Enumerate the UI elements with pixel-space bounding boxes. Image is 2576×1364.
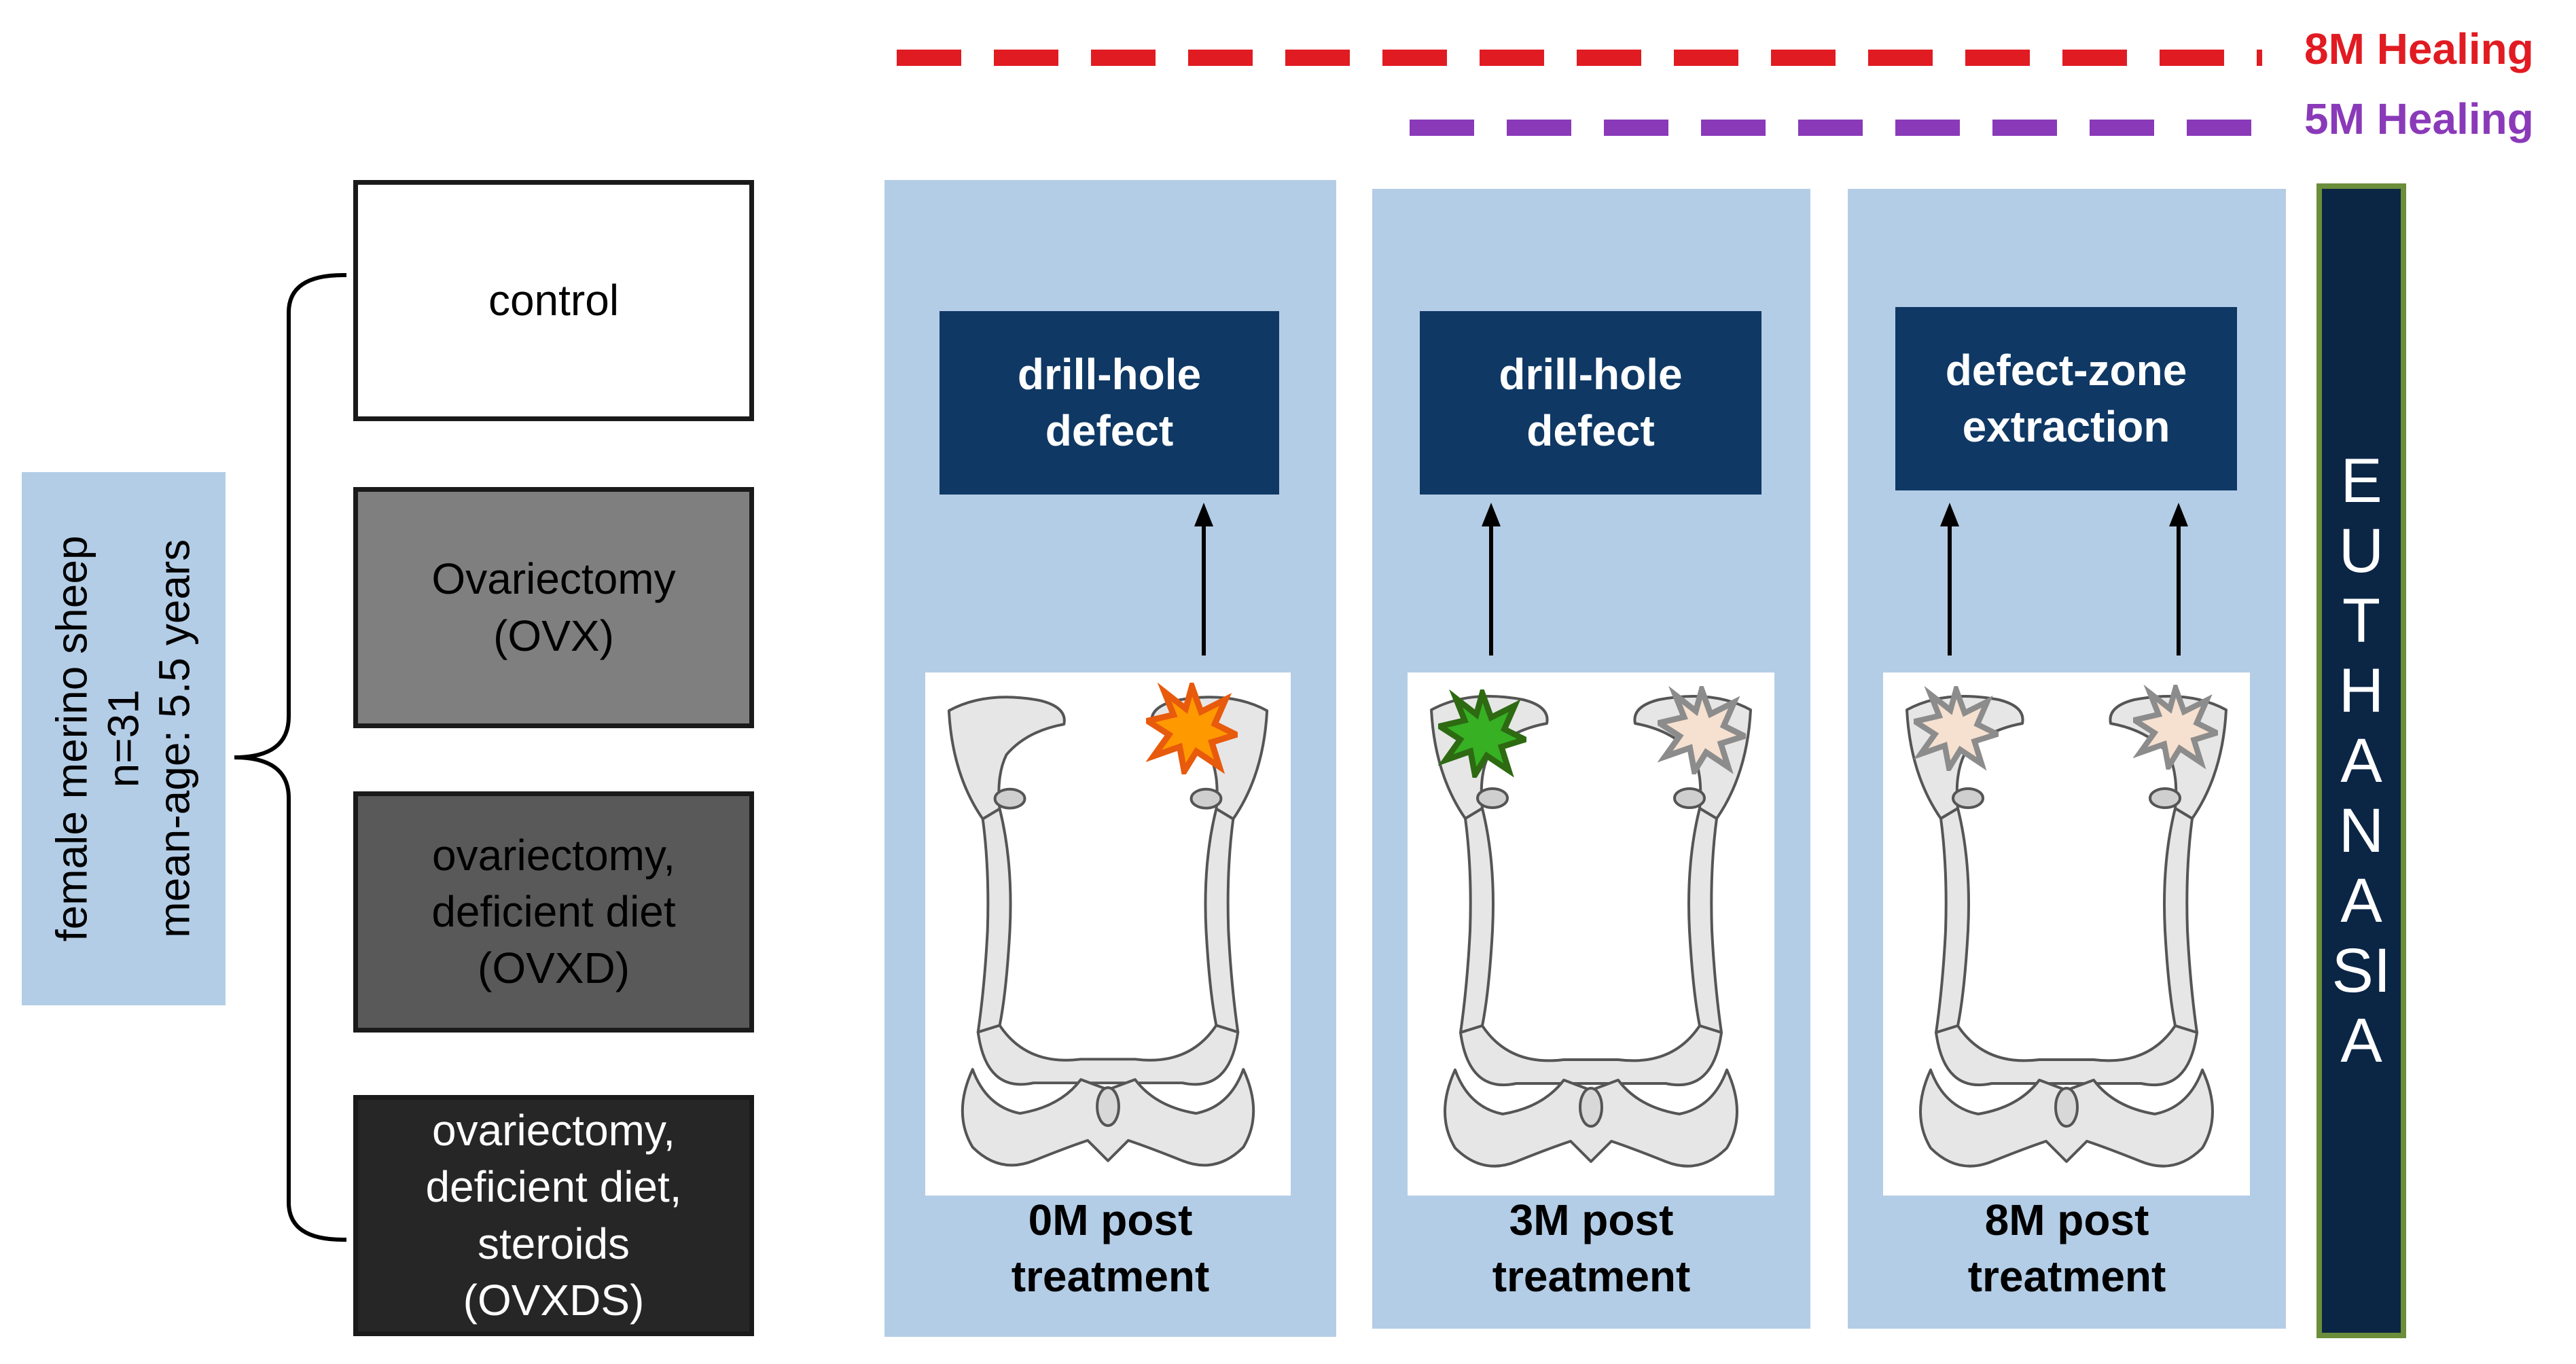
pelvis-illustration-3m bbox=[1430, 672, 1752, 1168]
step-box-8m: defect-zone extraction bbox=[1895, 307, 2237, 490]
step-box-3m-line-1: drill-hole bbox=[1499, 349, 1683, 399]
group-control: control bbox=[353, 180, 754, 421]
caption-8m: 8M post treatment bbox=[1848, 1192, 2286, 1305]
pelvis-image-8m bbox=[1883, 672, 2250, 1196]
group-ovx-line-2: (OVX) bbox=[493, 611, 614, 660]
euthanasia-bar: EUTHANASIA bbox=[2316, 183, 2406, 1338]
caption-0m-line-1: 0M post bbox=[1028, 1196, 1193, 1244]
group-ovxd-line-2: deficient diet bbox=[431, 886, 676, 936]
group-ovxds-line-1: ovariectomy, bbox=[431, 1106, 676, 1155]
subject-text: female merino sheep n=31 mean-age: 5.5 y… bbox=[47, 536, 201, 942]
group-ovxd-line-3: (OVXD) bbox=[478, 944, 630, 993]
group-ovx-line-1: Ovariectomy bbox=[431, 554, 676, 604]
group-ovx: Ovariectomy (OVX) bbox=[353, 487, 754, 728]
arrow-8m-right bbox=[2169, 503, 2188, 656]
legend-8m-label: 8M Healing bbox=[2304, 24, 2534, 73]
caption-0m: 0M post treatment bbox=[884, 1192, 1336, 1305]
group-ovxds-line-4: (OVXDS) bbox=[463, 1275, 645, 1325]
step-box-3m: drill-hole defect bbox=[1420, 311, 1761, 495]
legend-5m-line bbox=[1410, 120, 2272, 136]
group-ovxds: ovariectomy, deficient diet, steroids (O… bbox=[353, 1095, 754, 1336]
subject-box: female merino sheep n=31 mean-age: 5.5 y… bbox=[22, 472, 226, 1005]
step-box-8m-line-1: defect-zone bbox=[1945, 345, 2187, 395]
step-box-3m-line-2: defect bbox=[1526, 406, 1655, 455]
arrow-3m bbox=[1482, 503, 1501, 656]
pelvis-illustration-8m bbox=[1906, 672, 2228, 1168]
group-ovxds-line-2: deficient diet, bbox=[425, 1162, 682, 1212]
group-ovxds-line-3: steroids bbox=[477, 1219, 630, 1268]
euthanasia-label: EUTHANASIA bbox=[2331, 446, 2391, 1075]
caption-8m-line-2: treatment bbox=[1967, 1252, 2166, 1302]
pelvis-illustration-0m bbox=[947, 672, 1269, 1167]
legend-8m-line bbox=[897, 50, 2262, 66]
step-box-0m-line-2: defect bbox=[1045, 406, 1174, 455]
caption-0m-line-2: treatment bbox=[1011, 1252, 1210, 1302]
step-box-0m: drill-hole defect bbox=[940, 311, 1279, 495]
group-ovxd: ovariectomy, deficient diet (OVXD) bbox=[353, 791, 754, 1033]
group-ovxd-line-1: ovariectomy, bbox=[431, 830, 676, 880]
caption-8m-line-1: 8M post bbox=[1984, 1196, 2149, 1244]
caption-3m-line-2: treatment bbox=[1492, 1252, 1691, 1302]
subject-line-2: n=31 bbox=[99, 689, 148, 788]
subject-line-3: mean-age: 5.5 years bbox=[149, 539, 199, 938]
subject-line-1: female merino sheep bbox=[47, 535, 96, 942]
legend-5m-label: 5M Healing bbox=[2304, 94, 2534, 143]
group-control-label: control bbox=[488, 275, 620, 325]
pelvis-image-0m bbox=[925, 672, 1291, 1196]
pelvis-image-3m bbox=[1408, 672, 1774, 1196]
group-brace bbox=[234, 273, 346, 1242]
arrow-8m-left bbox=[1940, 503, 1959, 656]
arrow-0m bbox=[1194, 503, 1213, 656]
caption-3m-line-1: 3M post bbox=[1509, 1196, 1674, 1244]
step-box-0m-line-1: drill-hole bbox=[1017, 349, 1202, 399]
caption-3m: 3M post treatment bbox=[1372, 1192, 1810, 1305]
step-box-8m-line-2: extraction bbox=[1962, 402, 2170, 451]
